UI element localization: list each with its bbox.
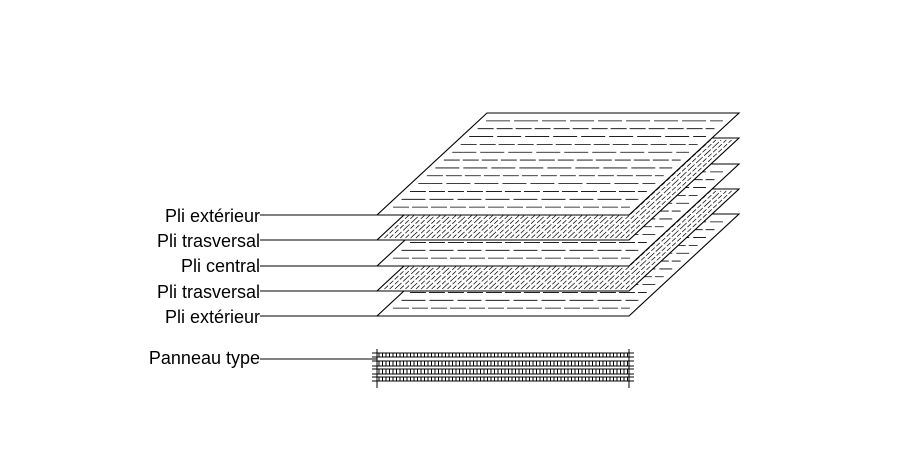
ply-1 xyxy=(375,112,741,216)
layer-label-1: Pli extérieur xyxy=(165,206,260,226)
ply-layers xyxy=(375,112,741,317)
labels: Pli extérieur Pli trasversal Pli central… xyxy=(149,206,260,368)
grain-line xyxy=(625,190,732,290)
leader-lines xyxy=(260,214,377,360)
layer-label-5: Pli extérieur xyxy=(165,307,260,327)
grain-line xyxy=(615,139,722,239)
grain-line xyxy=(609,190,717,290)
grain-line xyxy=(609,139,717,239)
panel-label: Panneau type xyxy=(149,348,260,368)
grain-line xyxy=(615,190,722,290)
panel-band-5 xyxy=(372,368,634,374)
panel-band-7 xyxy=(372,376,634,381)
panel-band-1 xyxy=(372,352,634,357)
grain-line xyxy=(620,190,727,290)
panel-band-3 xyxy=(372,360,634,366)
panel-section xyxy=(372,349,634,388)
layer-label-2: Pli trasversal xyxy=(157,231,260,251)
grain-line xyxy=(620,139,727,239)
layer-label-4: Pli trasversal xyxy=(157,282,260,302)
ply-outline xyxy=(375,112,741,216)
grain-line xyxy=(625,139,732,239)
layer-label-3: Pli central xyxy=(181,256,260,276)
